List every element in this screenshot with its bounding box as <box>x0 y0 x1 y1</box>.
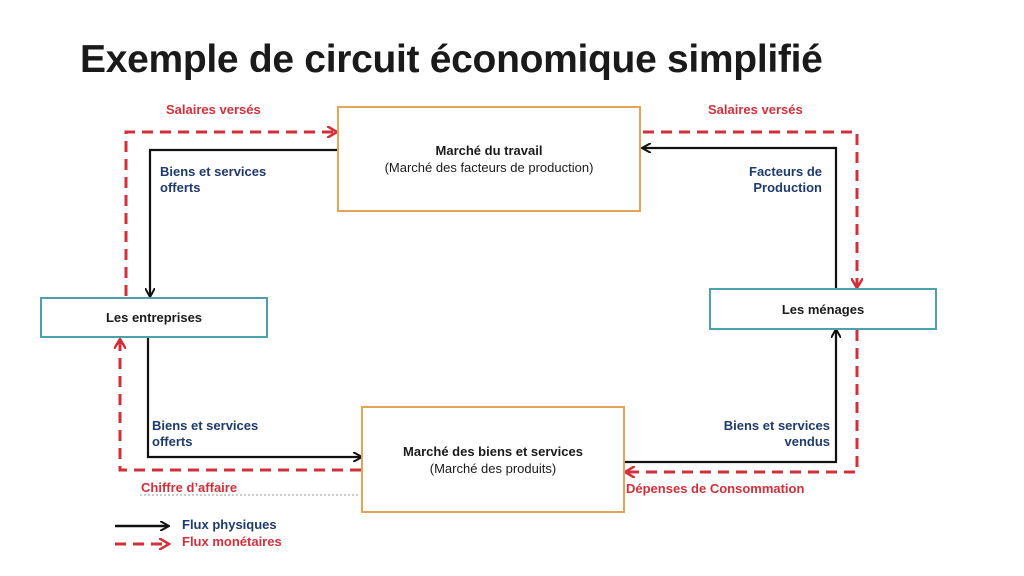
labor-market-title: Marché du travail <box>435 143 543 158</box>
box-goods-market: Marché des biens et services (Marché des… <box>361 406 625 513</box>
flow-turnover <box>120 340 361 472</box>
label-consumption: Dépenses de Consommation <box>626 481 805 496</box>
flow-goods-offered-bottom <box>146 338 361 457</box>
households-label: Les ménages <box>781 301 865 317</box>
flow-goods-offered-top <box>150 148 338 296</box>
flow-factors-production <box>643 148 838 288</box>
labor-market-subtitle: (Marché des facteurs de production) <box>384 160 594 175</box>
box-households: Les ménages <box>709 288 937 330</box>
label-goods-sold: Biens et services vendus <box>723 418 830 449</box>
flow-salaries-right <box>643 130 857 287</box>
goods-market-title: Marché des biens et services <box>403 443 583 459</box>
firms-label: Les entreprises <box>105 310 203 325</box>
label-goods-offered-top: Biens et services offerts <box>160 164 267 195</box>
flow-goods-sold <box>625 330 836 464</box>
legend-physical-label: Flux physiques <box>182 517 277 532</box>
label-factors-production: Facteurs de Production <box>749 164 822 195</box>
flow-consumption <box>626 330 859 472</box>
goods-market-subtitle: (Marché des produits) <box>429 460 557 476</box>
slide-title: Exemple de circuit économique simplifié <box>80 38 823 81</box>
box-labor-market: Marché du travail (Marché des facteurs d… <box>337 106 641 212</box>
label-turnover: Chiffre d’affaire <box>141 480 238 495</box>
box-firms: Les entreprises <box>40 297 268 338</box>
label-salaries-left: Salaires versés <box>166 102 261 117</box>
label-goods-offered-bottom: Biens et services offerts <box>152 418 259 449</box>
label-salaries-right: Salaires versés <box>708 102 803 117</box>
legend-monetary-label: Flux monétaires <box>182 534 282 549</box>
flow-salaries-left <box>124 132 336 296</box>
